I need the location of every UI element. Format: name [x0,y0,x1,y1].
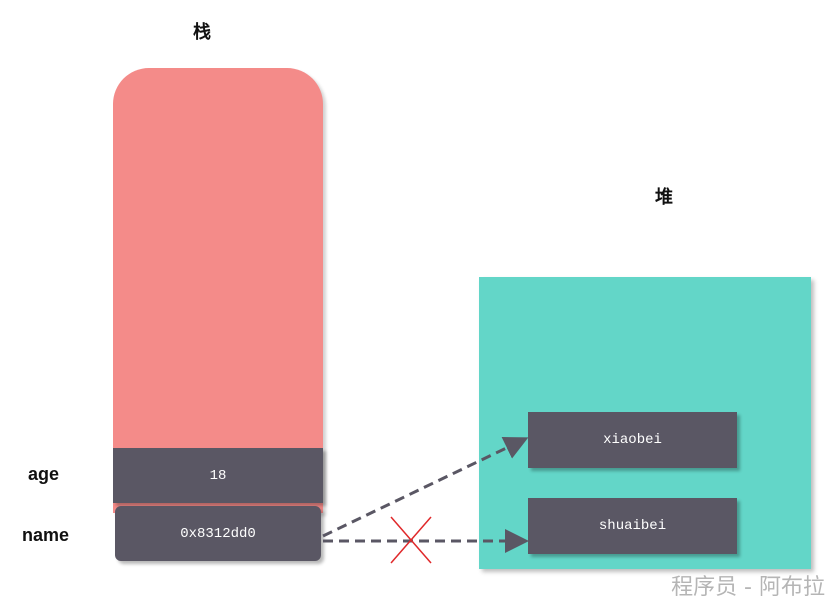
stack-cell-name: 0x8312dd0 [115,506,321,561]
arrow-to-xiaobei [322,436,529,538]
stack-cell-age: 18 [113,448,323,503]
age-value: 18 [209,467,227,484]
heap-object-xiaobei: xiaobei [528,412,737,468]
age-label: age [28,464,60,484]
object-shuaibei-label: shuaibei [598,518,667,534]
stack-block [113,68,323,513]
heap-title: 堆 [655,187,673,208]
name-label: name [22,525,70,545]
stack-title: 栈 [193,22,211,43]
name-value: 0x8312dd0 [180,525,256,542]
heap-object-shuaibei: shuaibei [528,498,737,554]
watermark: 程序员 - 阿布拉 [671,575,825,600]
cross-mark [390,516,432,564]
object-xiaobei-label: xiaobei [603,432,662,448]
